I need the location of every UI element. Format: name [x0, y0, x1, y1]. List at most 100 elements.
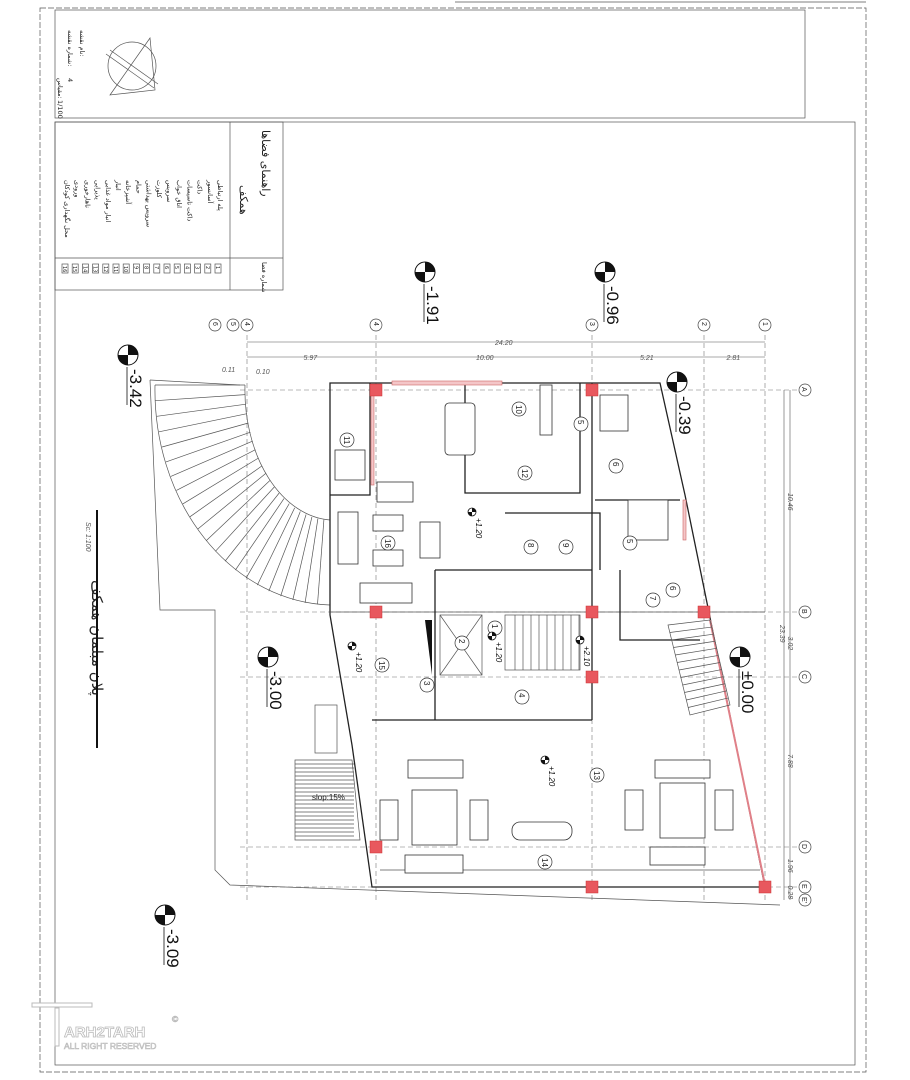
- legend-item-number: 16: [61, 266, 67, 272]
- elevation-marker: -1.91: [414, 261, 442, 325]
- elevation-marker: -3.00: [257, 646, 285, 710]
- legend-item-name: پذیرایی: [94, 180, 102, 200]
- stair-tread: [684, 683, 726, 693]
- legend-item-number: 7: [153, 266, 159, 269]
- window: [682, 499, 687, 541]
- stair-tread: [170, 440, 253, 477]
- grid-bubble: [798, 383, 812, 397]
- grid-label: E': [800, 897, 807, 903]
- coffee-table: [411, 789, 458, 846]
- elevation-value: -3.42: [126, 369, 145, 408]
- drawing-name-label: نام نقشه:: [78, 30, 86, 56]
- room-number: 8: [526, 543, 535, 548]
- room-tag: [374, 657, 390, 673]
- grid-bubble: [798, 840, 812, 854]
- parking-ramp: slop:15%: [294, 759, 361, 841]
- stair-tread: [677, 655, 719, 663]
- room-number: 6: [668, 586, 677, 591]
- column: [369, 840, 383, 854]
- legend-number-box: [61, 263, 69, 274]
- legend-floor: همکف: [237, 185, 250, 215]
- room-tag: [558, 539, 574, 555]
- grid-label: 4: [243, 322, 250, 326]
- stair-tread: [292, 516, 313, 601]
- slope-label: slop:15%: [312, 793, 345, 802]
- legend-number-box: [122, 263, 130, 274]
- room-number: 11: [342, 436, 351, 445]
- legend-item-name: آشپزخانه: [124, 180, 133, 205]
- grid-label: 2: [700, 322, 707, 326]
- legend-item-number: 3: [194, 266, 200, 269]
- legend-item-name: سرویس: [165, 180, 173, 202]
- room-tag: [517, 465, 533, 481]
- column: [585, 670, 599, 684]
- elevation-value: -3.00: [266, 671, 285, 710]
- stair-tread: [206, 480, 271, 541]
- legend-number-header: شماره فضا: [260, 262, 268, 293]
- watermark-brand: ARH2TARH: [64, 1024, 145, 1041]
- room-number: 6: [611, 462, 620, 467]
- level-value: +1.20: [474, 518, 483, 539]
- dimension-text: 10.00: [476, 355, 494, 362]
- room-tag: [665, 582, 681, 598]
- column: [369, 605, 383, 619]
- grid-bubble: [697, 318, 711, 332]
- room-tag: [523, 539, 539, 555]
- sheet-border: [39, 7, 867, 1073]
- room-tag: [339, 432, 355, 448]
- elevation-marker: -3.09: [154, 904, 182, 968]
- legend-number-box: [102, 263, 110, 274]
- sofa: [407, 759, 464, 779]
- sofa: [404, 854, 464, 874]
- stair-tread: [686, 690, 727, 701]
- dimension-text: 0.28: [786, 886, 793, 900]
- legend-item-name: داکت تاسیسات: [185, 180, 193, 221]
- scale-value: 1/100: [56, 100, 64, 119]
- legend-item-number: 14: [81, 266, 87, 272]
- elevation-value: -0.39: [675, 396, 694, 435]
- grid-bubble: [758, 318, 772, 332]
- grid-bubble: [798, 880, 812, 894]
- room-tag: [608, 458, 624, 474]
- level-markers: +1.20+1.20+1.20+1.20+2.10: [347, 507, 591, 787]
- room-number: 7: [648, 596, 657, 601]
- site-boundary: [149, 379, 781, 906]
- stair-tread: [317, 519, 325, 605]
- stair-tread: [224, 492, 280, 562]
- stair-tread: [673, 640, 716, 648]
- dimension-text: 10.46: [786, 493, 793, 511]
- grid-bubble: [240, 318, 254, 332]
- level-value: +2.10: [582, 646, 591, 667]
- legend-number-box: [194, 263, 201, 274]
- stair-tread: [256, 507, 296, 586]
- elevation-value: -1.91: [423, 286, 442, 325]
- room-tag: [514, 689, 530, 705]
- window: [370, 394, 375, 486]
- legend-item-name: انبار: [114, 179, 122, 191]
- legend-number-box: [92, 263, 99, 274]
- dining-table: [444, 402, 476, 456]
- stair-tread: [235, 498, 285, 571]
- legend-item-number: 4: [183, 266, 189, 269]
- column: [585, 605, 599, 619]
- grid-label: 6: [211, 322, 218, 326]
- legend-item-number: 6: [163, 266, 169, 269]
- legend-number-box: [82, 263, 89, 274]
- sofa: [337, 511, 359, 565]
- level-marker: +1.20: [467, 507, 483, 539]
- legend-item-number: 15: [71, 266, 77, 272]
- room-number: 14: [540, 858, 549, 867]
- legend-number-box: [173, 263, 181, 274]
- room-tag: [645, 592, 661, 608]
- room-number: 16: [383, 539, 392, 548]
- stair-tread: [162, 422, 249, 448]
- bed: [627, 499, 669, 541]
- elevation-value: -0.96: [603, 286, 622, 325]
- legend-item-name: ناهارخوری: [83, 180, 91, 208]
- grid-label: 3: [588, 322, 595, 326]
- legend-number-box: [204, 263, 212, 274]
- sofa: [376, 481, 414, 503]
